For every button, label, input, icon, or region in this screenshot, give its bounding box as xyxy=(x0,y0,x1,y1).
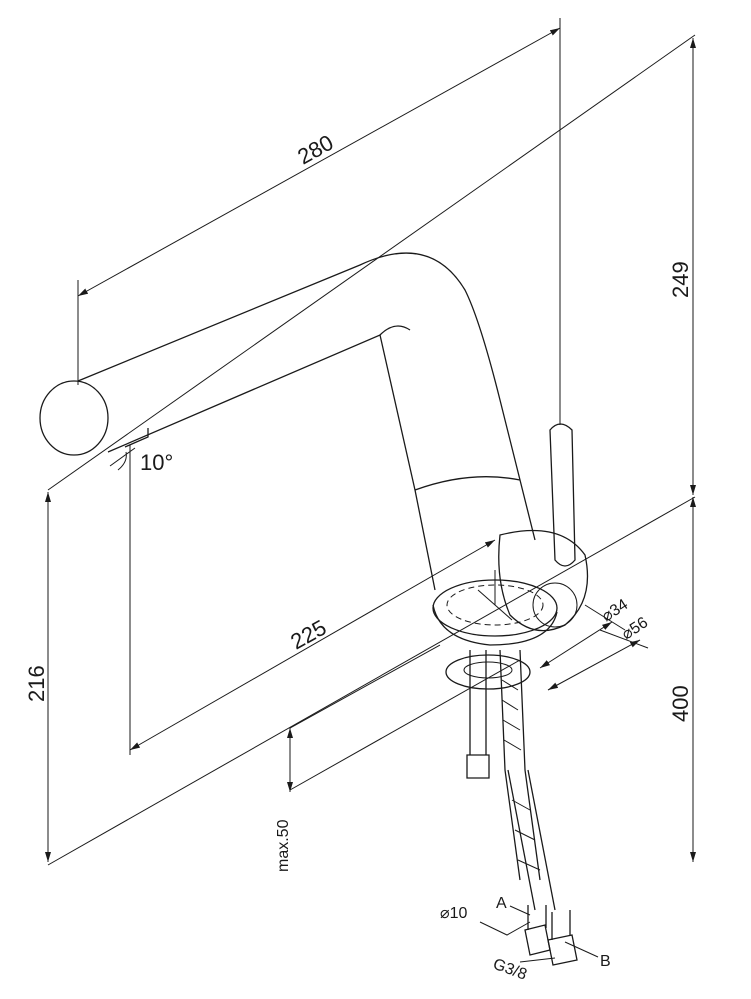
mounting-stud xyxy=(469,650,487,755)
spout-top-outline xyxy=(77,252,536,541)
extension-line xyxy=(599,629,649,649)
dimension-max50-label: max.50 xyxy=(275,819,292,872)
lever-handle xyxy=(549,423,576,567)
leader-line xyxy=(519,957,556,963)
cartridge-outline xyxy=(532,582,578,628)
callout-a: A xyxy=(496,895,507,912)
hose-b xyxy=(507,769,556,911)
dimension-d34-label: ⌀34 xyxy=(599,596,631,625)
washer-hole xyxy=(463,661,513,679)
extension-line xyxy=(289,644,441,729)
hoses xyxy=(466,649,578,966)
spout-outlet xyxy=(39,380,109,456)
dimension-280 xyxy=(77,27,561,297)
leader-line xyxy=(564,941,599,958)
angle-label: 10° xyxy=(140,450,173,475)
spout-bend xyxy=(379,325,411,336)
guide-line-bottom xyxy=(47,496,696,866)
dimension-225-label: 225 xyxy=(286,615,330,655)
hose-a-nut xyxy=(524,924,551,956)
dimension-400-label: 400 xyxy=(668,685,693,722)
hose-a xyxy=(499,649,541,881)
washer xyxy=(445,654,531,690)
callout-b: B xyxy=(600,953,611,970)
guide-line-top xyxy=(47,34,696,491)
hose-braid xyxy=(501,679,541,871)
extension-line xyxy=(584,604,626,631)
dimension-280-label: 280 xyxy=(293,130,337,170)
aerator xyxy=(124,428,149,448)
thread-label: G3/8 xyxy=(491,956,530,984)
hose-b-nut xyxy=(547,934,578,966)
leader-line xyxy=(509,905,531,916)
body-seam xyxy=(414,476,521,491)
dimension-216-label: 216 xyxy=(24,665,49,702)
dimension-225 xyxy=(129,539,496,751)
hose-ferrules xyxy=(527,905,571,940)
extension-line xyxy=(289,659,521,791)
leader-line xyxy=(479,921,531,936)
spout-bottom-outline xyxy=(107,334,436,591)
dimension-249-label: 249 xyxy=(668,261,693,298)
base-hidden-outline xyxy=(446,584,544,626)
angle-mark xyxy=(109,447,136,471)
stud-nut xyxy=(466,754,490,779)
dimension-d56 xyxy=(547,639,641,691)
hose-diameter-label: ⌀10 xyxy=(440,905,468,922)
